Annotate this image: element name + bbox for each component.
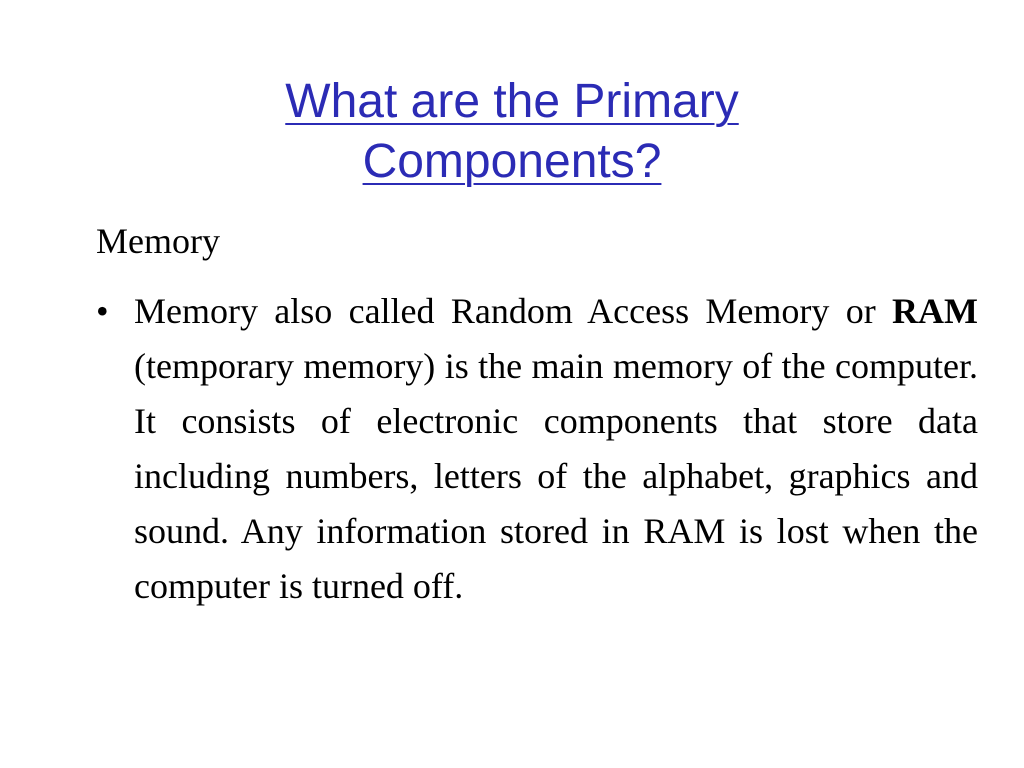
bullet-text-after: (temporary memory) is the main memory of… — [134, 346, 978, 606]
bullet-text-before: Memory also called Random Access Memory … — [134, 291, 893, 331]
section-heading: Memory — [96, 221, 220, 261]
bullet-item: • Memory also called Random Access Memor… — [96, 284, 978, 614]
bold-term: RAM — [892, 291, 978, 331]
slide-title: What are the Primary Components? — [0, 72, 1024, 192]
bullet-icon: • — [96, 291, 109, 331]
title-line-2: Components? — [362, 135, 662, 188]
title-line-1: What are the Primary — [285, 75, 739, 128]
bullet-text: Memory also called Random Access Memory … — [134, 284, 978, 614]
